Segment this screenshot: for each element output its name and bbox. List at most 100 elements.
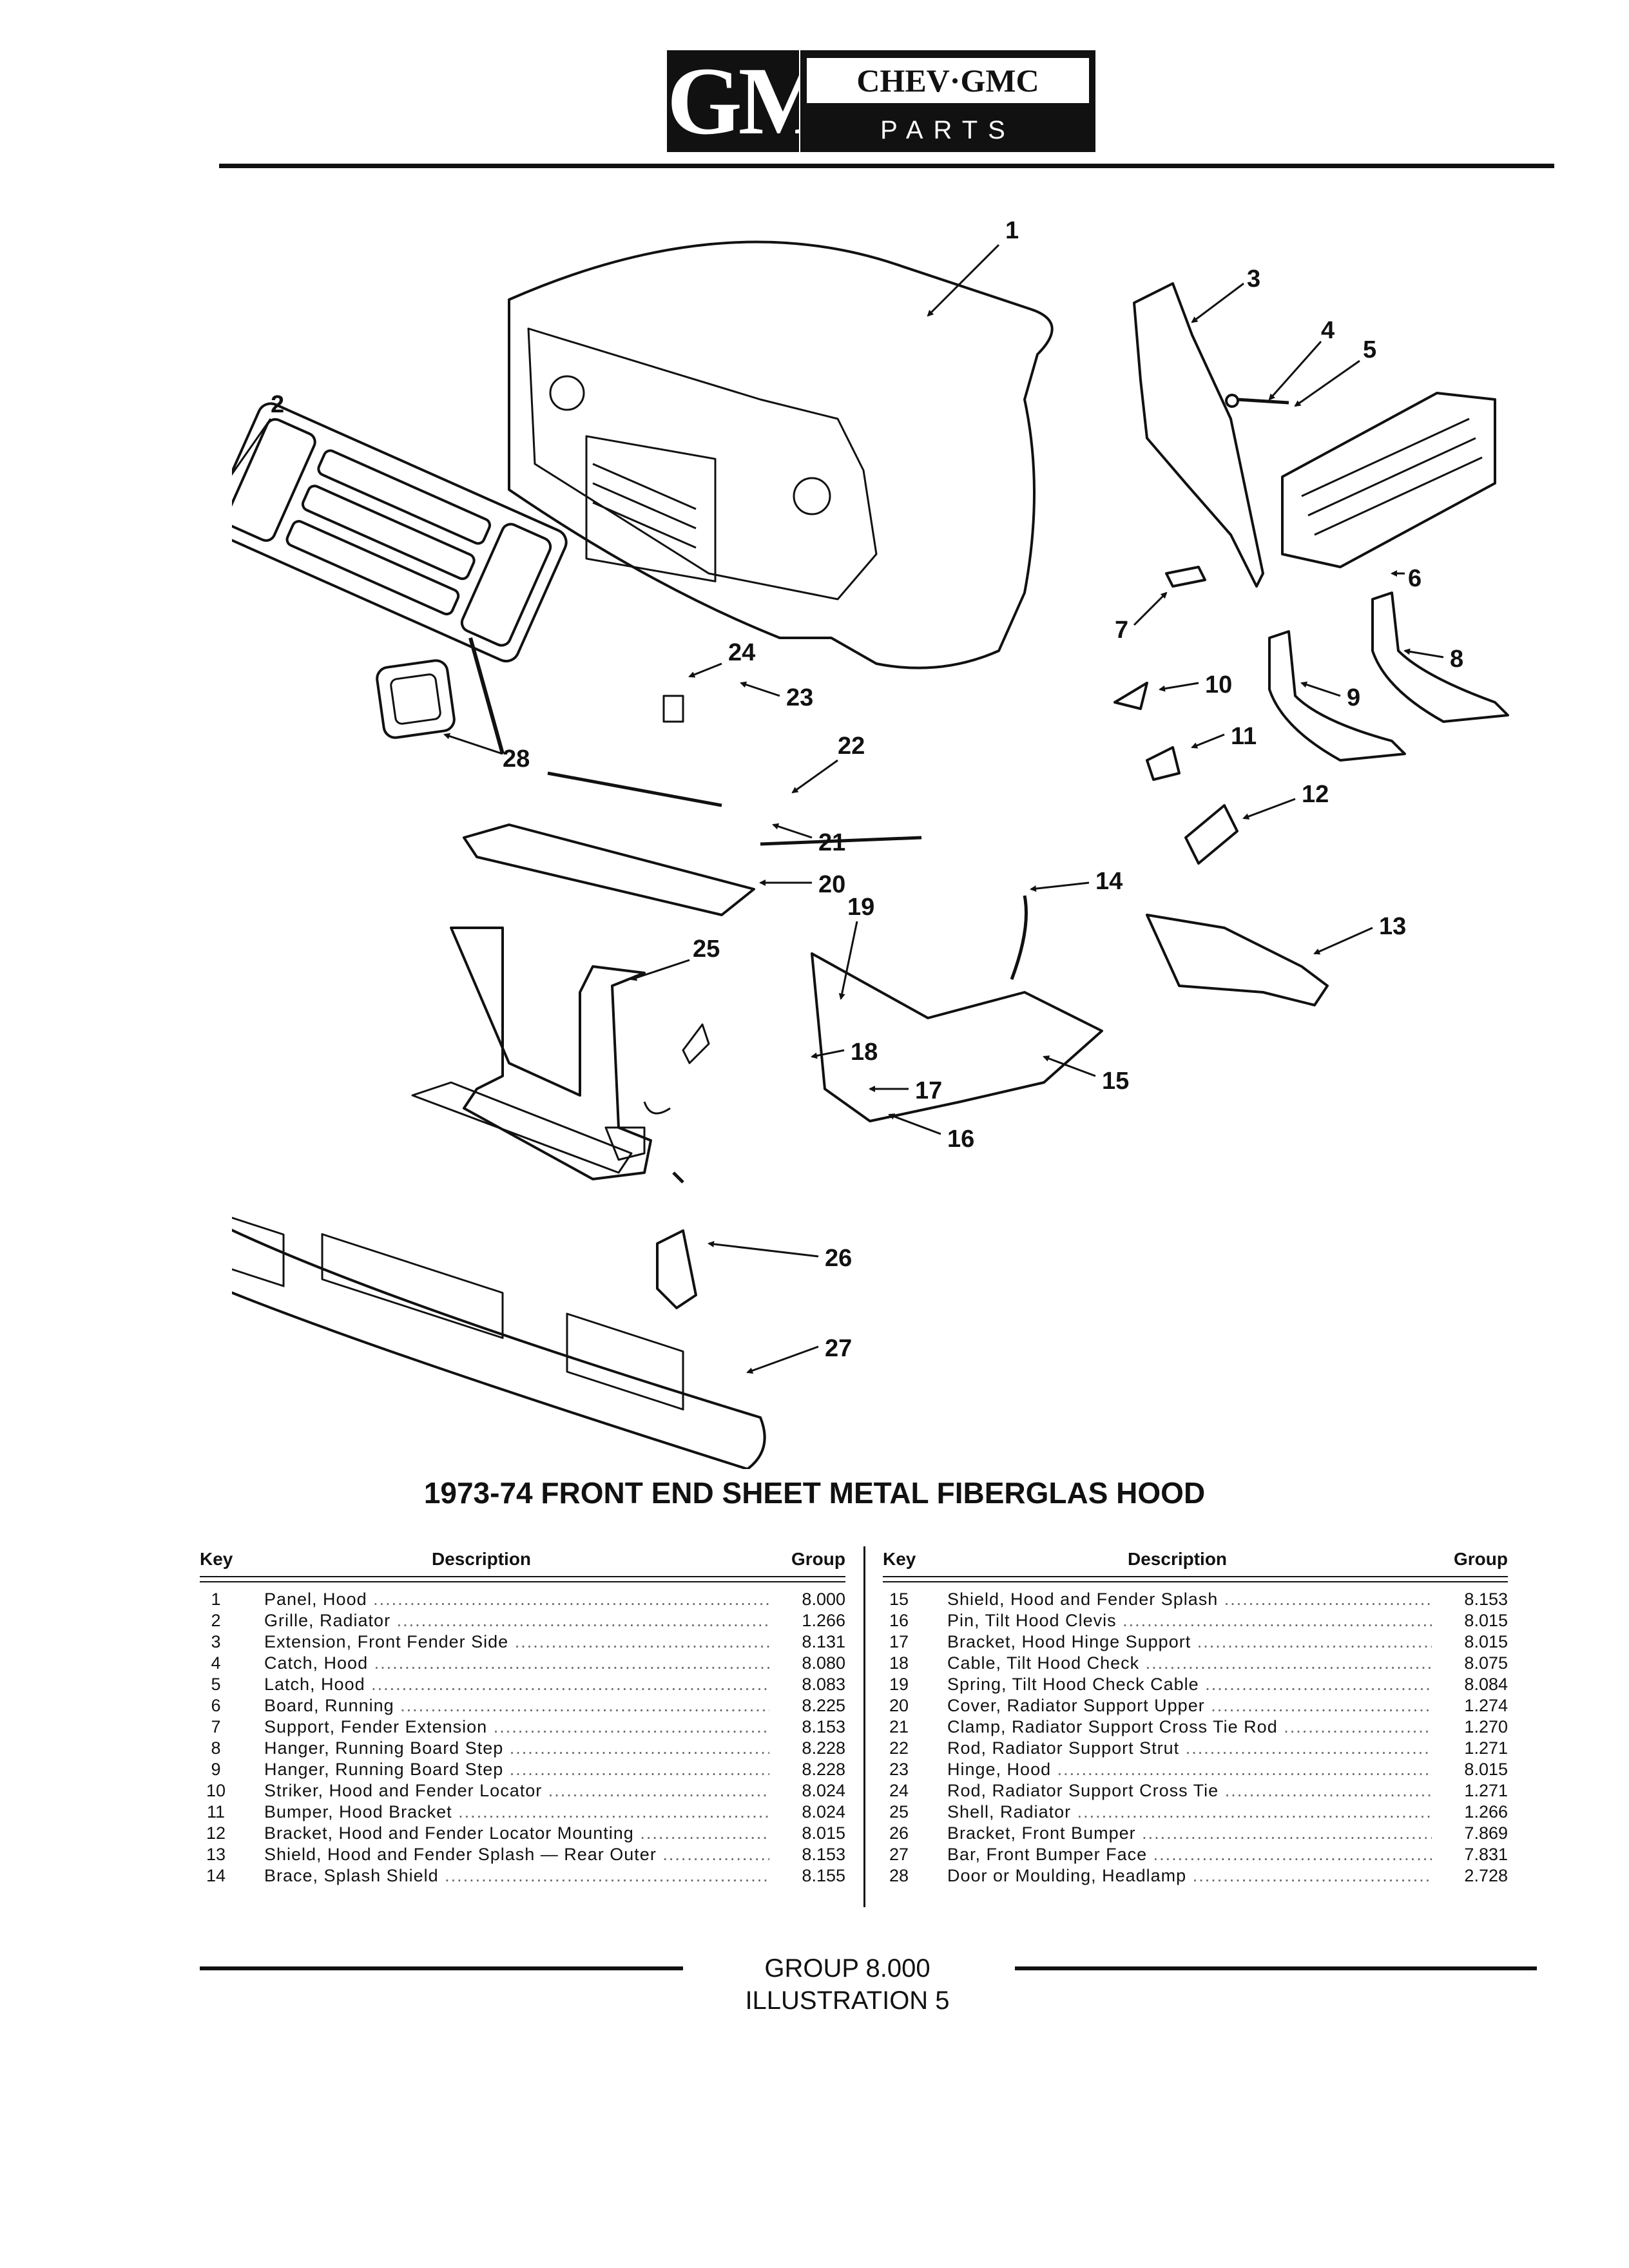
part-group: 8.024 (775, 1802, 845, 1823)
callout-16: 16 (947, 1126, 974, 1153)
part-key: 11 (206, 1802, 226, 1821)
part-key: 19 (889, 1675, 909, 1694)
part-key: 23 (889, 1760, 909, 1779)
part-group: 8.000 (775, 1589, 845, 1610)
callout-9: 9 (1347, 684, 1360, 711)
callout-17: 17 (915, 1077, 942, 1104)
callout-24: 24 (728, 639, 755, 666)
callout-27: 27 (825, 1335, 852, 1362)
part-group: 8.153 (1437, 1589, 1508, 1610)
header-title: CHEV·GMC TRUCK (807, 58, 1089, 144)
part-group: 1.274 (1437, 1695, 1508, 1716)
part-key: 18 (889, 1653, 909, 1673)
splash-shield-drawing (811, 952, 1103, 1122)
part-description: Rod, Radiator Support Cross Tie (947, 1780, 1432, 1802)
part-key: 2 (211, 1611, 221, 1630)
part-group: 1.266 (775, 1610, 845, 1631)
front-bumper-bracket-drawing (656, 1229, 697, 1309)
header-rule (219, 164, 1554, 168)
callout-22: 22 (838, 733, 865, 760)
part-description: Cable, Tilt Hood Check (947, 1653, 1432, 1674)
callout-15: 15 (1102, 1068, 1129, 1095)
key-header: Key (200, 1549, 233, 1569)
table-header-left: Key Description Group (200, 1545, 845, 1576)
callout-25: 25 (693, 936, 720, 963)
header-double-rule (200, 1576, 845, 1582)
part-key: 5 (211, 1675, 221, 1694)
part-description: Bar, Front Bumper Face (947, 1844, 1432, 1865)
part-key: 27 (889, 1845, 909, 1864)
callout-20: 20 (818, 871, 845, 898)
part-description: Latch, Hood (264, 1674, 769, 1695)
header-title-box: CHEV·GMC TRUCK PARTS CATALOGUE (800, 50, 1095, 180)
table-header-right: Key Description Group (883, 1545, 1508, 1576)
part-description: Bracket, Front Bumper (947, 1823, 1432, 1844)
exploded-parts-diagram: 1 2 3 4 5 6 7 8 9 10 11 12 13 14 15 16 1… (166, 187, 1572, 1470)
callout-6: 6 (1408, 565, 1422, 592)
part-key: 1 (211, 1590, 221, 1609)
gm-logo: GM (667, 48, 829, 155)
part-key: 9 (211, 1760, 221, 1779)
part-description: Board, Running (264, 1695, 769, 1716)
part-description: Hanger, Running Board Step (264, 1759, 769, 1780)
callout-23: 23 (786, 684, 813, 711)
part-group: 8.015 (1437, 1610, 1508, 1631)
part-description: Shield, Hood and Fender Splash — Rear Ou… (264, 1844, 769, 1865)
diagram-drawing: 1 2 3 4 5 6 7 8 9 10 11 12 13 14 15 16 1… (166, 217, 1509, 1470)
callout-1: 1 (1005, 217, 1019, 244)
callout-12: 12 (1302, 781, 1329, 808)
part-key: 3 (211, 1632, 221, 1651)
radiator-shell-drawing (450, 927, 652, 1180)
part-key: 20 (889, 1696, 909, 1715)
rear-outer-splash-shield-drawing (1146, 914, 1329, 1006)
part-group: 8.155 (775, 1865, 845, 1887)
part-key: 8 (211, 1738, 221, 1758)
callout-2: 2 (271, 391, 284, 418)
part-group: 8.015 (775, 1823, 845, 1844)
part-group: 8.228 (775, 1738, 845, 1759)
part-key: 14 (206, 1866, 226, 1885)
part-description: Striker, Hood and Fender Locator (264, 1780, 769, 1802)
callout-3: 3 (1247, 265, 1260, 293)
callout-14: 14 (1095, 868, 1123, 895)
part-group: 7.831 (1437, 1844, 1508, 1865)
callout-5: 5 (1363, 336, 1376, 363)
part-group: 2.728 (1437, 1865, 1508, 1887)
part-group: 1.266 (1437, 1802, 1508, 1823)
footer-text: GROUP 8.000 ILLUSTRATION 5 (745, 1954, 950, 2015)
part-description: Brace, Splash Shield (264, 1865, 769, 1887)
part-key: 24 (889, 1781, 909, 1800)
part-key: 6 (211, 1696, 221, 1715)
part-description: Rod, Radiator Support Strut (947, 1738, 1432, 1759)
part-description: Support, Fender Extension (264, 1716, 769, 1738)
callout-8: 8 (1450, 646, 1463, 673)
part-key: 10 (206, 1781, 226, 1800)
page-footer: GROUP 8.000 ILLUSTRATION 5 (0, 1946, 1629, 2015)
part-group: 8.015 (1437, 1759, 1508, 1780)
part-group: 8.153 (775, 1844, 845, 1865)
part-key: 26 (889, 1823, 909, 1843)
step-hanger-9-drawing (1268, 630, 1406, 762)
callout-11: 11 (1231, 723, 1257, 750)
callout-28: 28 (503, 745, 530, 773)
part-description: Bracket, Hood and Fender Locator Mountin… (264, 1823, 769, 1844)
part-key: 15 (889, 1590, 909, 1609)
part-description: Clamp, Radiator Support Cross Tie Rod (947, 1716, 1432, 1738)
part-description: Pin, Tilt Hood Clevis (947, 1610, 1432, 1631)
footer-rule-right (1015, 1966, 1537, 1970)
part-key: 16 (889, 1611, 909, 1630)
part-group: 8.083 (775, 1674, 845, 1695)
